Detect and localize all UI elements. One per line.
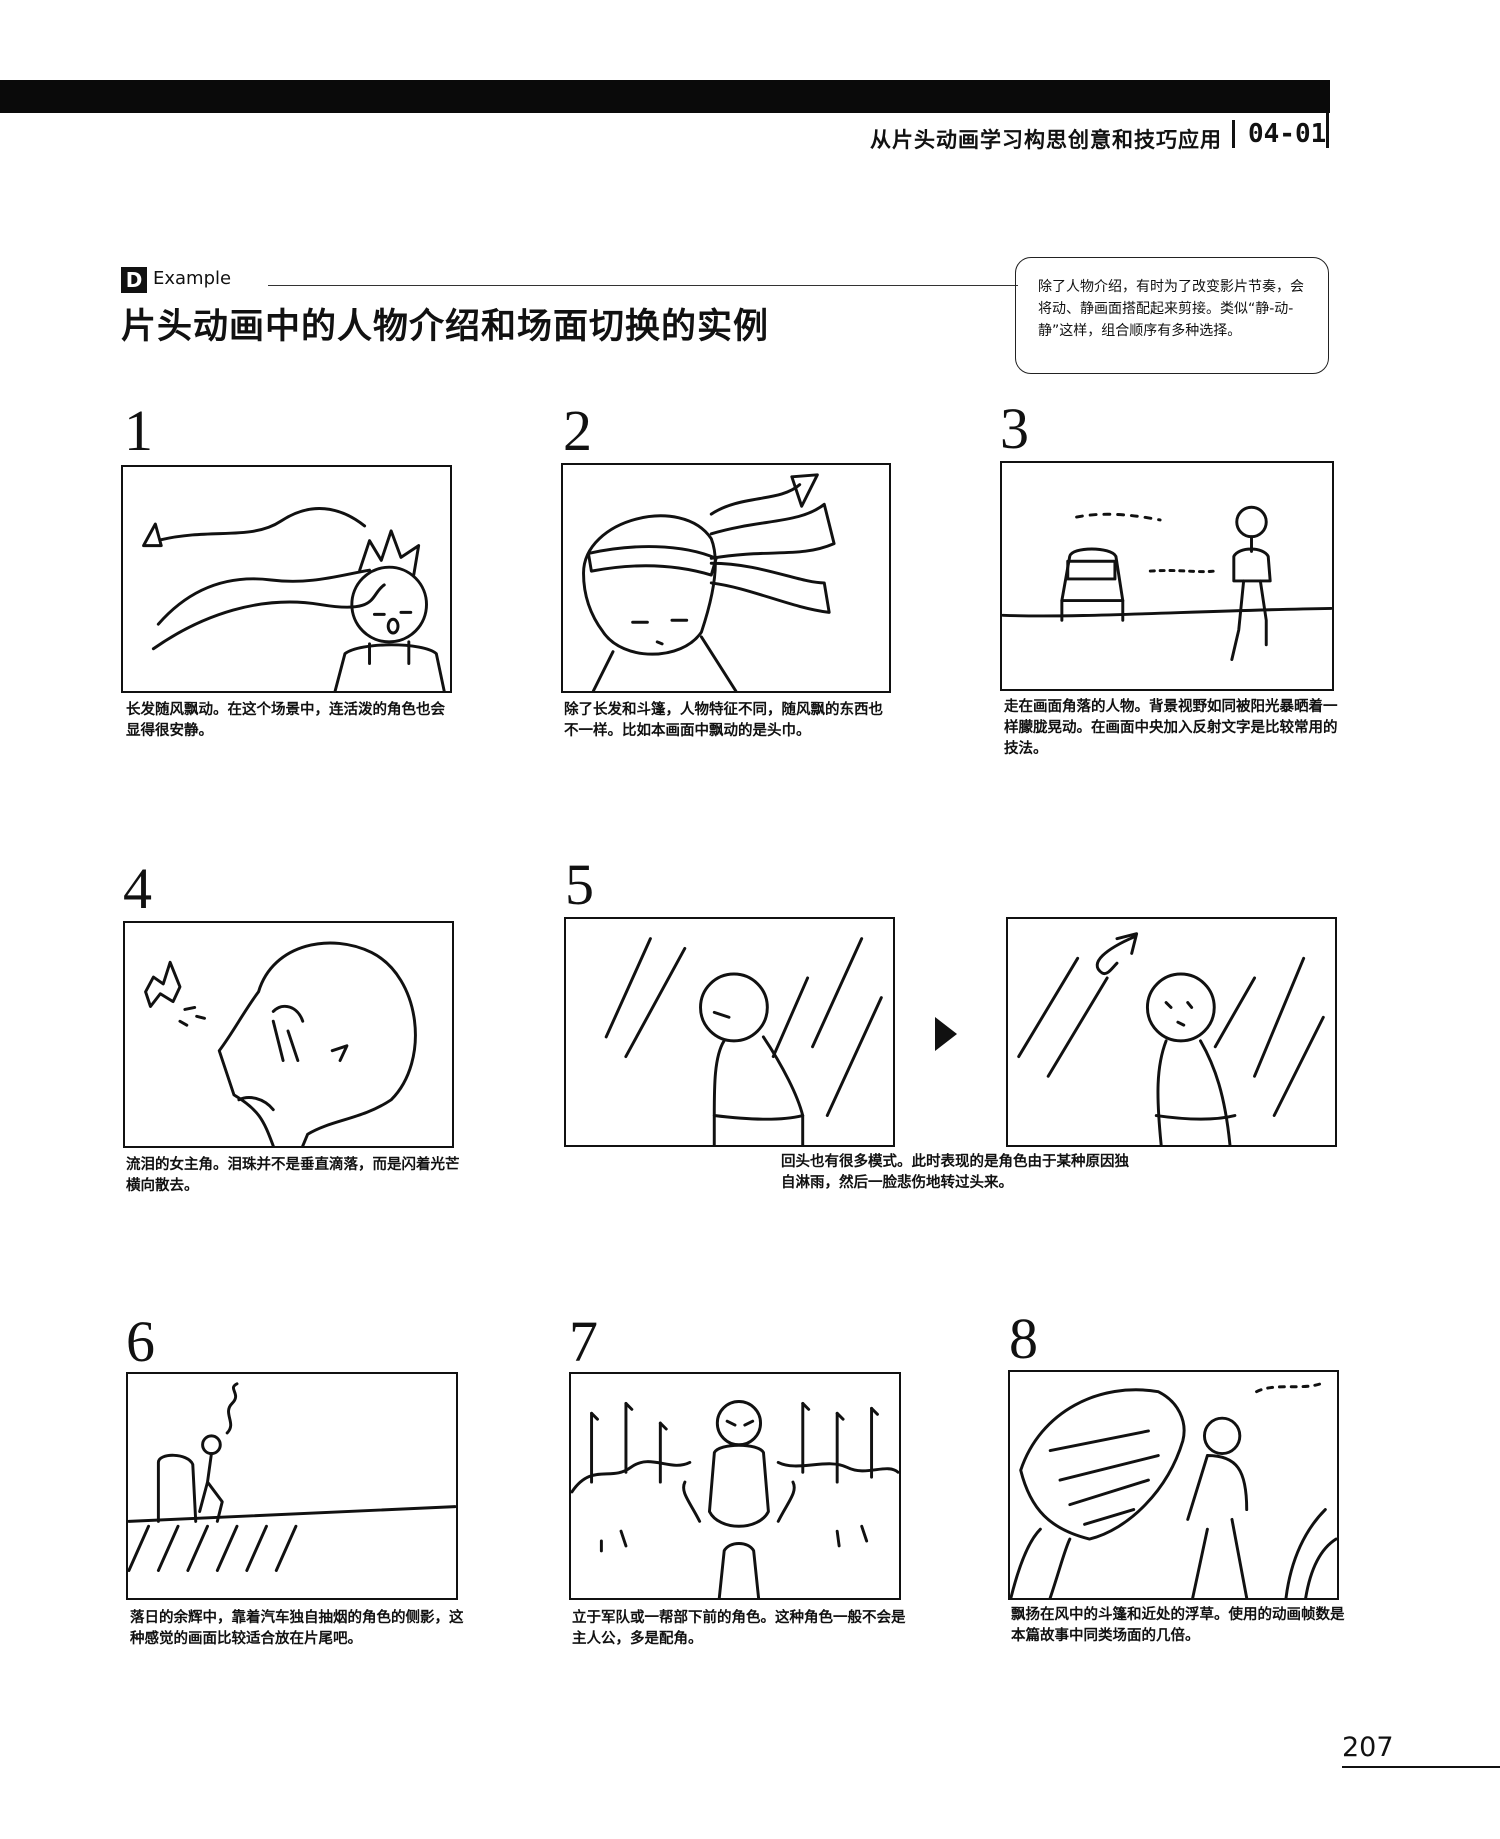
panel-caption-8: 飘扬在风中的斗篷和近处的浮草。使用的动画帧数是本篇故事中同类场面的几倍。 xyxy=(1011,1607,1345,1644)
panel-3-sketch xyxy=(1000,461,1334,691)
header-bar xyxy=(0,80,1330,113)
panel-5b-sketch xyxy=(1006,917,1337,1147)
panel-number-2: 2 xyxy=(563,398,592,463)
panel-caption-5: 回头也有很多模式。此时表现的是角色由于某种原因独自淋雨，然后一脸悲伤地转过头来。 xyxy=(781,1154,1129,1191)
chapter-code: 04-01 xyxy=(1248,119,1327,149)
panel-7-sketch xyxy=(569,1372,901,1600)
side-note: 除了人物介绍，有时为了改变影片节奏，会将动、静画面搭配起来剪接。类似“静-动-静… xyxy=(1015,257,1329,374)
panel-8-sketch xyxy=(1008,1370,1339,1600)
section-letter: D xyxy=(121,267,147,293)
panel-number-7: 7 xyxy=(569,1309,598,1374)
panel-1-sketch xyxy=(121,465,452,693)
panel-number-6: 6 xyxy=(126,1309,155,1374)
panel-number-5: 5 xyxy=(565,852,594,917)
page-number-rule xyxy=(1342,1766,1500,1768)
panel-caption-4: 流泪的女主角。泪珠并不是垂直滴落，而是闪着光芒横向散去。 xyxy=(126,1157,460,1194)
panel-caption-3: 走在画面角落的人物。背景视野如同被阳光暴晒着一样朦胧晃动。在画面中央加入反射文字… xyxy=(1004,699,1338,757)
page-title: 片头动画中的人物介绍和场面切换的实例 xyxy=(121,307,770,347)
section-label: Example xyxy=(153,268,232,289)
header-divider-right xyxy=(1326,113,1329,148)
chapter-title: 从片头动画学习构思创意和技巧应用 xyxy=(870,128,1222,152)
header-divider xyxy=(1232,120,1235,148)
panel-caption-6: 落日的余辉中，靠着汽车独自抽烟的角色的侧影，这种感觉的画面比较适合放在片尾吧。 xyxy=(130,1610,464,1647)
panel-4-sketch xyxy=(123,921,454,1148)
panel-number-1: 1 xyxy=(124,398,153,463)
panel-caption-7: 立于军队或一帮部下前的角色。这种角色一般不会是主人公，多是配角。 xyxy=(572,1610,906,1647)
panel-caption-1: 长发随风飘动。在这个场景中，连活泼的角色也会显得很安静。 xyxy=(126,702,445,739)
page-number: 207 xyxy=(1342,1732,1394,1763)
panel-2-sketch xyxy=(561,463,891,693)
panel-6-sketch xyxy=(126,1372,458,1600)
panel-number-3: 3 xyxy=(1000,396,1029,461)
panel-number-4: 4 xyxy=(123,856,152,921)
sequence-arrow-icon xyxy=(935,1017,957,1055)
panel-5a-sketch xyxy=(564,917,895,1147)
panel-caption-2: 除了长发和斗篷，人物特征不同，随风飘的东西也不一样。比如本画面中飘动的是头巾。 xyxy=(564,702,883,739)
panel-number-8: 8 xyxy=(1009,1306,1038,1371)
section-rule xyxy=(268,285,1018,286)
